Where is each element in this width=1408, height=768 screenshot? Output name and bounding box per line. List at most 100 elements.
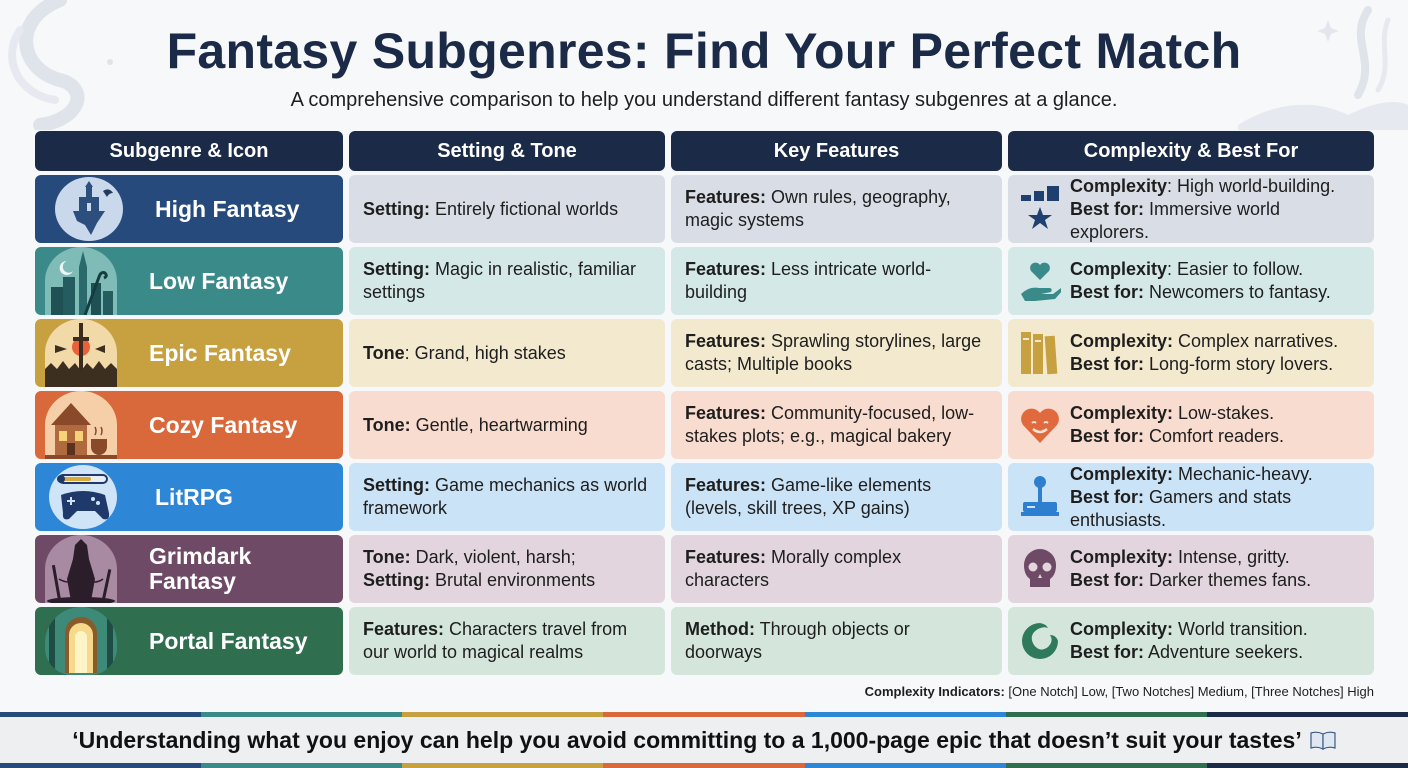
- subgenre-name-cell: Low Fantasy: [35, 247, 343, 315]
- best-for-label: Best for:: [1070, 354, 1145, 374]
- complexity-cell: Complexity: High world-building. Best fo…: [1008, 175, 1374, 243]
- features-text: Less intricate world-building: [685, 259, 932, 302]
- key-features-cell: Features: Game-like elements (levels, sk…: [671, 463, 1002, 531]
- setting-tone-cell: Tone: Dark, violent, harsh; Setting: Bru…: [349, 535, 665, 603]
- key-features-cell: Method: Through objects or doorways: [671, 607, 1002, 675]
- features-label: Features:: [685, 403, 767, 423]
- page-subtitle: A comprehensive comparison to help you u…: [290, 89, 1118, 111]
- book-series-icon: [1018, 330, 1062, 376]
- setting-text: Entirely fictional worlds: [430, 198, 619, 219]
- key-features-cell: Features: Less intricate world-building: [671, 247, 1002, 315]
- features-text: Characters travel from our world to magi…: [363, 619, 628, 662]
- setting-text: Magic in realistic, familiar settings: [363, 259, 637, 302]
- complexity-label: Complexity:: [1070, 463, 1174, 484]
- subgenre-name-cell: Cozy Fantasy: [35, 391, 343, 459]
- tone-label: Tone: [363, 342, 405, 363]
- subgenre-name-cell: Epic Fantasy: [35, 319, 343, 387]
- tone-label: Tone:: [363, 414, 411, 435]
- subgenre-name-cell: Grimdark Fantasy: [35, 535, 343, 603]
- complexity-text: Intense, gritty.: [1173, 547, 1290, 567]
- subgenre-comparison-table: Subgenre & Icon Setting & Tone Key Featu…: [35, 131, 1374, 679]
- subgenre-name-cell: Portal Fantasy: [35, 607, 343, 675]
- decorative-open-book-icon: [1238, 6, 1408, 130]
- complexity-text: : High world-building.: [1167, 175, 1336, 196]
- table-row-cozy-fantasy: Cozy Fantasy Tone: Gentle, heartwarming …: [35, 391, 1374, 459]
- setting-label: Setting:: [363, 259, 430, 279]
- legend-label: Complexity Indicators:: [864, 684, 1005, 699]
- key-features-cell: Features: Community-focused, low-stakes …: [671, 391, 1002, 459]
- best-for-label: Best for:: [1070, 198, 1145, 219]
- column-header-subgenre: Subgenre & Icon: [35, 131, 343, 171]
- footer-quote: ‘Understanding what you enjoy can help y…: [0, 717, 1408, 763]
- page-title: Fantasy Subgenres: Find Your Perfect Mat…: [166, 23, 1242, 79]
- complexity-label: Complexity:: [1070, 331, 1174, 351]
- best-for-text: Long-form story lovers.: [1144, 354, 1334, 374]
- best-for-label: Best for:: [1070, 642, 1145, 662]
- color-stripe-top: [0, 712, 1408, 717]
- subgenre-name: Grimdark Fantasy: [149, 543, 252, 594]
- best-for-text: Adventure seekers.: [1144, 642, 1304, 662]
- column-header-complexity: Complexity & Best For: [1008, 131, 1374, 171]
- features-text: Morally complex characters: [685, 547, 902, 590]
- complexity-label: Complexity: [1070, 175, 1168, 196]
- subgenre-name-cell: LitRPG: [35, 463, 343, 531]
- smiling-heart-icon: [1018, 403, 1062, 447]
- setting-tone-cell: Features: Characters travel from our wor…: [349, 607, 665, 675]
- tone-text: Gentle, heartwarming: [410, 414, 588, 435]
- complexity-cell: Complexity: Complex narratives. Best for…: [1008, 319, 1374, 387]
- table-row-epic-fantasy: Epic Fantasy Tone: Grand, high stakes Fe…: [35, 319, 1374, 387]
- decorative-swirl-left-icon: [8, 0, 113, 130]
- setting-tone-cell: Setting: Magic in realistic, familiar se…: [349, 247, 665, 315]
- key-features-cell: Features: Sprawling storylines, large ca…: [671, 319, 1002, 387]
- features-label: Features:: [685, 187, 767, 207]
- complexity-text: Low-stakes.: [1173, 403, 1275, 423]
- table-header-row: Subgenre & Icon Setting & Tone Key Featu…: [35, 131, 1374, 171]
- features-label: Features:: [363, 619, 445, 639]
- setting-label: Setting:: [363, 570, 430, 590]
- setting-label: Setting:: [363, 475, 430, 495]
- tone-text: Dark, violent, harsh;: [410, 547, 576, 567]
- complexity-label: Complexity:: [1070, 619, 1174, 639]
- dark-warrior-swords-icon: [45, 535, 117, 603]
- complexity-cell: Complexity: Intense, gritty. Best for: D…: [1008, 535, 1374, 603]
- complexity-text: Mechanic-heavy.: [1173, 463, 1313, 484]
- subgenre-name: LitRPG: [155, 483, 233, 510]
- complexity-cell: Complexity: World transition. Best for: …: [1008, 607, 1374, 675]
- legend-text: [One Notch] Low, [Two Notches] Medium, […: [1004, 684, 1374, 699]
- complexity-text: : Easier to follow.: [1167, 259, 1304, 279]
- subgenre-name: Epic Fantasy: [149, 339, 291, 366]
- setting-tone-cell: Tone: Gentle, heartwarming: [349, 391, 665, 459]
- best-for-label: Best for:: [1070, 486, 1145, 507]
- method-label: Method:: [685, 619, 755, 639]
- subgenre-name-cell: High Fantasy: [35, 175, 343, 243]
- best-for-text: Immersive world explorers.: [1070, 198, 1281, 242]
- subgenre-name: Low Fantasy: [149, 267, 289, 294]
- table-row-low-fantasy: Low Fantasy Setting: Magic in realistic,…: [35, 247, 1374, 315]
- subgenre-name: Portal Fantasy: [149, 627, 308, 654]
- table-row-high-fantasy: High Fantasy Setting: Entirely fictional…: [35, 175, 1374, 243]
- glowing-forest-door-icon: [45, 607, 117, 675]
- skull-icon: [1018, 547, 1062, 591]
- joystick-icon: [1018, 474, 1062, 520]
- features-text: Game-like elements (levels, skill trees,…: [685, 475, 932, 518]
- complexity-label: Complexity:: [1070, 403, 1174, 423]
- complexity-label: Complexity:: [1070, 547, 1174, 567]
- complexity-legend: Complexity Indicators: [One Notch] Low, …: [865, 684, 1374, 699]
- best-for-label: Best for:: [1070, 426, 1145, 446]
- best-for-text: Comfort readers.: [1144, 426, 1285, 446]
- swirl-portal-icon: [1018, 619, 1062, 663]
- complexity-cell: Complexity: Mechanic-heavy. Best for: Ga…: [1008, 463, 1374, 531]
- best-for-text: Newcomers to fantasy.: [1144, 282, 1331, 302]
- quote-text: ‘Understanding what you enjoy can help y…: [72, 726, 1302, 753]
- best-for-label: Best for:: [1070, 282, 1145, 302]
- game-controller-xp-bar-icon: [49, 465, 117, 529]
- tone-text: : Grand, high stakes: [404, 342, 566, 363]
- method-text: Through objects or doorways: [685, 619, 910, 662]
- setting-tone-cell: Setting: Entirely fictional worlds: [349, 175, 665, 243]
- heart-hand-icon: [1018, 258, 1062, 304]
- table-row-portal-fantasy: Portal Fantasy Features: Characters trav…: [35, 607, 1374, 675]
- complexity-text: Complex narratives.: [1173, 331, 1339, 351]
- tone-label: Tone:: [363, 547, 411, 567]
- city-moon-staff-icon: [45, 247, 117, 315]
- color-stripe-bottom: [0, 763, 1408, 768]
